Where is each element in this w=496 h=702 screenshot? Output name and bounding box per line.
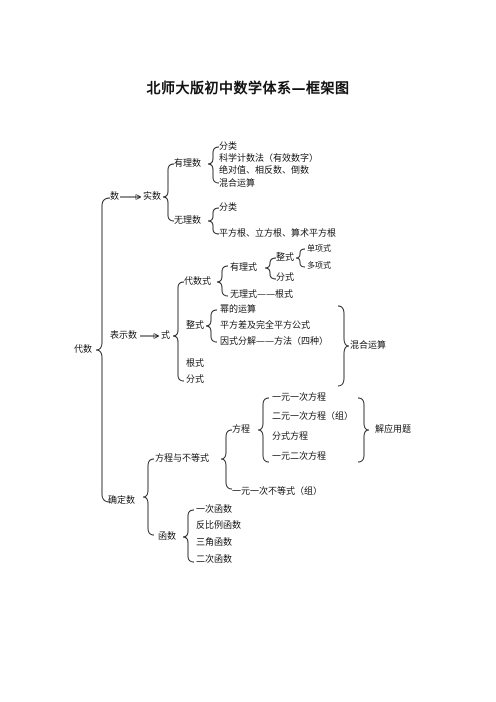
inequality-label: 一元一次不等式（组） xyxy=(232,487,323,497)
fraction-expression-label: 分式 xyxy=(276,273,295,283)
brace-equation xyxy=(257,397,270,463)
integral-expression-label: 整式 xyxy=(186,321,205,331)
functions-label: 函数 xyxy=(158,532,177,542)
equation-item: 分式方程 xyxy=(272,432,309,442)
function-item: 反比例函数 xyxy=(196,521,242,531)
brace-expression xyxy=(172,281,185,382)
brace-irrational xyxy=(207,207,220,235)
root-label: 代数 xyxy=(74,345,93,355)
radical-expression-label: 根式 xyxy=(186,359,205,369)
applications-label: 解应用题 xyxy=(375,425,412,435)
function-item: 二次函数 xyxy=(196,555,233,565)
rational-item: 科学计数法（有效数字） xyxy=(219,154,319,164)
brace-root xyxy=(95,197,111,503)
brace-integral xyxy=(205,309,218,343)
function-item: 一次函数 xyxy=(196,505,233,515)
determination-label: 确定数 xyxy=(108,496,136,506)
irrational-expression-label: 无理式——根式 xyxy=(230,290,294,300)
brace-functions xyxy=(182,509,195,563)
brace-algebraic xyxy=(216,265,229,297)
number-label: 数 xyxy=(110,192,120,202)
rational-number-label: 有理数 xyxy=(174,159,202,169)
irrational-number-label: 无理数 xyxy=(174,216,202,226)
real-number-label: 实数 xyxy=(143,192,162,202)
integral-item: 因式分解——方法（四种） xyxy=(220,337,329,347)
function-item: 三角函数 xyxy=(196,538,233,548)
brace-real xyxy=(162,163,175,222)
algebraic-expression-label: 代数式 xyxy=(184,277,212,287)
representation-label: 表示数 xyxy=(110,331,138,341)
equation-item: 二元一次方程（组） xyxy=(272,412,354,422)
brace-determination xyxy=(142,458,155,536)
expression-label: 式 xyxy=(161,331,171,341)
polynomial-label: 整式 xyxy=(276,253,295,263)
rational-item: 分类 xyxy=(219,142,238,152)
integral-item: 幂的运算 xyxy=(220,305,257,315)
equation-item: 一元二次方程 xyxy=(272,452,327,462)
brace-eq-ineq xyxy=(220,429,233,490)
brace-polynomial xyxy=(295,248,306,268)
equation-item: 一元一次方程 xyxy=(272,393,327,403)
page-title: 北师大版初中数学体系—框架图 xyxy=(146,81,350,97)
equations-inequalities-label: 方程与不等式 xyxy=(155,454,210,464)
brace-rational xyxy=(207,146,220,184)
mixed-operations-label: 混合运算 xyxy=(350,341,387,351)
polynomial-terms-label: 多项式 xyxy=(307,261,331,270)
monomial-label: 单项式 xyxy=(307,244,331,253)
equation-label: 方程 xyxy=(232,425,251,435)
irrational-item: 分类 xyxy=(219,203,238,213)
rational-item: 绝对值、相反数、倒数 xyxy=(219,166,310,176)
brace-rational-expr xyxy=(264,257,277,280)
rational-expression-label: 有理式 xyxy=(230,263,258,273)
brace-applications xyxy=(357,397,370,463)
irrational-item: 平方根、立方根、算术平方根 xyxy=(219,229,337,239)
fractional-expression-label: 分式 xyxy=(186,375,205,385)
integral-item: 平方差及完全平方公式 xyxy=(220,321,311,331)
rational-item: 混合运算 xyxy=(219,179,256,189)
brace-mixed-ops xyxy=(337,305,350,387)
